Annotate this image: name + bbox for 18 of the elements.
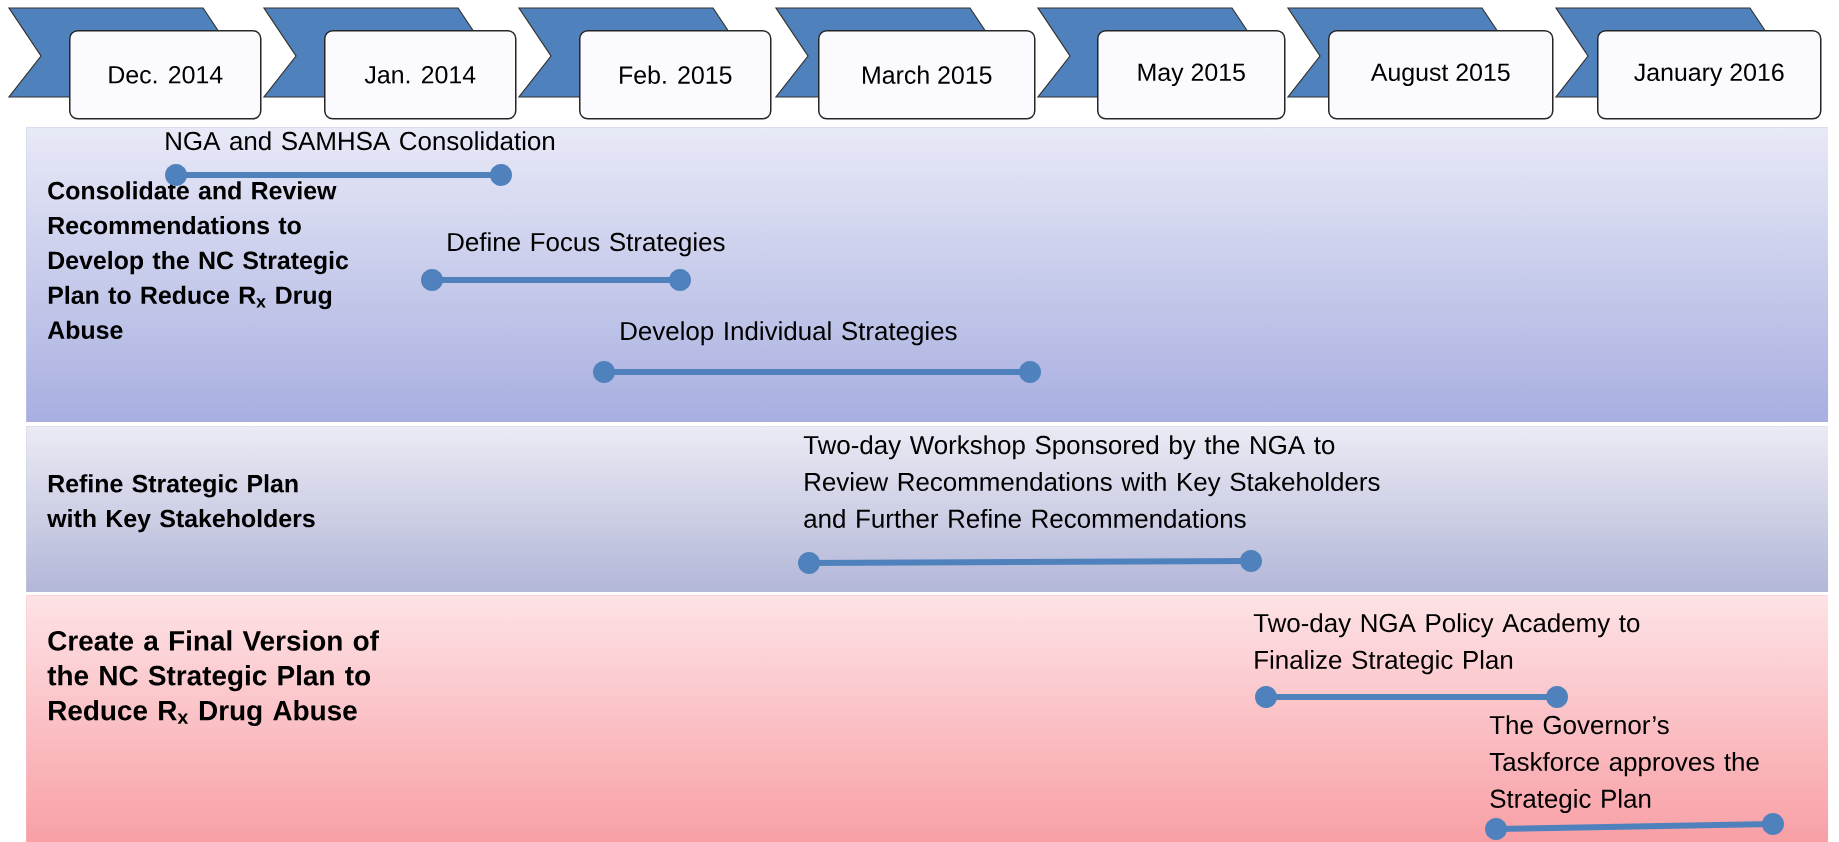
node-label: Two-day Workshop Sponsored by the NGA to Review Recommendations with Key Stakeholders and Further Refine Recommendations — [803, 435, 1380, 528]
node-label: NGA and SAMHSA Consolidation — [166, 131, 555, 151]
timeline-bar: Develop Individual Strategies — [593, 321, 1041, 383]
chevron-date-box: January 2016 — [1554, 7, 1822, 120]
chevron-date-box: August 2015 — [1286, 7, 1554, 120]
node-label: Define Focus Strategies — [448, 232, 725, 257]
timeline-bar: Two-day Workshop Sponsored by the NGA to Review Recommendations with Key Stakeholders and Further Refine Recommendations — [798, 435, 1380, 574]
chevron-date-box: March 2015 — [774, 7, 1036, 120]
node-label: Two-day NGA Policy Academy to Finalize Strategic Plan — [1253, 613, 1640, 675]
timeline-bar: Define Focus Strategies — [421, 232, 725, 291]
chevron-date-box: Dec. 2014 — [7, 7, 262, 120]
timeline-bar: Two-day NGA Policy Academy to Finalize Strategic Plan — [1253, 613, 1640, 708]
chevron-date-box: May 2015 — [1036, 7, 1286, 120]
node-label: Develop Individual Strategies — [621, 321, 957, 346]
node-label: The Governor’s Taskforce approves the Strategic Plan — [1489, 715, 1759, 814]
chevron-date-box: Feb. 2015 — [517, 7, 772, 120]
timeline-bar: The Governor’s Taskforce approves the Strategic Plan — [1485, 715, 1784, 840]
chevron-date-box: Jan. 2014 — [262, 7, 517, 120]
